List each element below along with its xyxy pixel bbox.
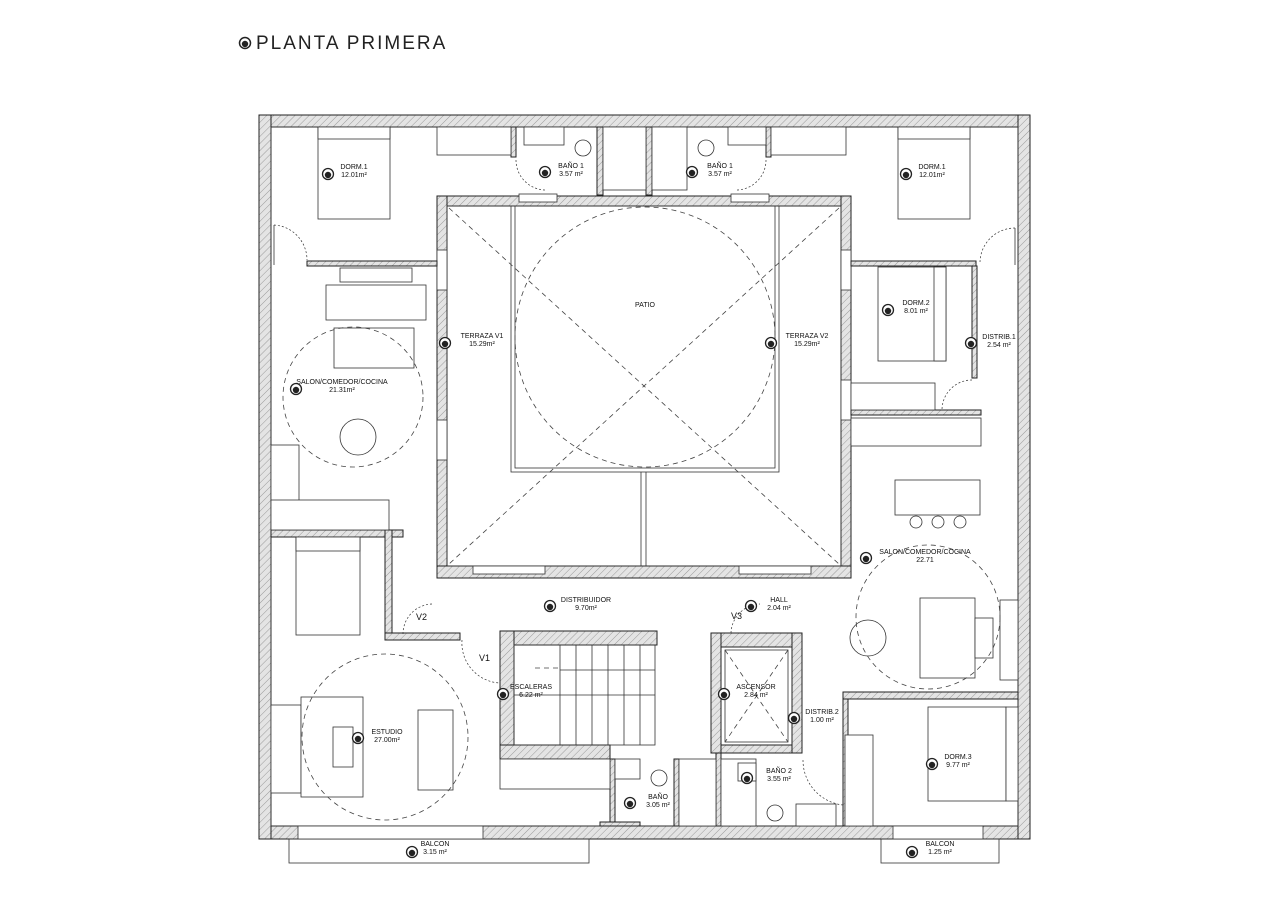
room-name: BAÑO 1 — [558, 161, 584, 170]
room-marker-icon-core — [499, 691, 507, 699]
room-area: 3.15 m² — [423, 849, 447, 856]
room-marker-icon-core — [862, 555, 870, 563]
room-marker-icon-core — [354, 735, 362, 743]
room-marker-icon-core — [747, 603, 755, 611]
room-label-bano1-right: BAÑO 13.57 m² — [685, 161, 733, 179]
room-label-dorm1-left: DORM.112.01m² — [321, 164, 368, 181]
room-area: 9.70m² — [575, 605, 597, 612]
room-marker-icon-core — [967, 340, 975, 348]
room-name: PATIO — [635, 302, 656, 309]
room-area: 2.84 m² — [744, 692, 768, 699]
room-area: 9.77 m² — [946, 762, 970, 769]
room-marker-icon-core — [408, 849, 416, 857]
room-name: DISTRIB.2 — [805, 709, 839, 716]
room-name: SALON/COMEDOR/COCINA — [879, 549, 971, 556]
central-patio — [436, 193, 852, 579]
room-area: 3.57 m² — [559, 171, 583, 178]
room-marker-icon-core — [790, 715, 798, 723]
plan-title-text: PLANTA PRIMERA — [256, 33, 447, 54]
room-label-dorm2: DORM.28.01 m² — [881, 300, 930, 317]
room-name: BALCON — [421, 841, 450, 848]
room-name: BALCON — [926, 841, 955, 848]
room-marker-icon-core — [902, 171, 910, 179]
door-tag-v3: V3 — [731, 611, 742, 621]
room-name: DORM.3 — [944, 754, 971, 761]
room-area: 27.00m² — [374, 737, 400, 744]
room-name: DORM.2 — [902, 300, 929, 307]
room-area: 3.57 m² — [708, 171, 732, 178]
room-name: TERRAZA V1 — [461, 333, 504, 340]
room-label-dorm1-right: DORM.112.01m² — [899, 164, 946, 181]
door-tag-v2: V2 — [416, 612, 427, 622]
doors — [273, 159, 1016, 806]
room-area: 1.00 m² — [810, 717, 834, 724]
room-label-bano1-left: BAÑO 13.57 m² — [538, 161, 584, 179]
room-name: BAÑO — [648, 792, 668, 801]
room-label-patio: PATIO — [635, 302, 656, 309]
room-area: 8.01 m² — [904, 308, 928, 315]
room-marker-icon-core — [292, 386, 300, 394]
room-area: 15.29m² — [469, 341, 495, 348]
room-marker-icon-core — [441, 340, 449, 348]
balconies — [288, 825, 1000, 864]
room-name: ASCENSOR — [736, 684, 775, 691]
room-name: DISTRIBUIDOR — [561, 597, 611, 604]
room-name: ESCALERAS — [510, 684, 552, 691]
room-name: DISTRIB.1 — [982, 334, 1016, 341]
room-marker-icon-core — [546, 603, 554, 611]
room-name: ESTUDIO — [371, 729, 403, 736]
room-name: HALL — [770, 597, 788, 604]
room-name: BAÑO 1 — [707, 161, 733, 170]
room-marker-icon-core — [541, 169, 549, 177]
room-name: DORM.1 — [918, 164, 945, 171]
room-marker-icon-core — [908, 849, 916, 857]
room-label-distrib2: DISTRIB.21.00 m² — [787, 709, 839, 725]
room-label-distrib1: DISTRIB.12.54 m² — [964, 334, 1016, 350]
room-area: 2.54 m² — [987, 342, 1011, 349]
room-marker-icon-core — [767, 340, 775, 348]
room-marker-icon-core — [688, 169, 696, 177]
room-marker-icon-core — [626, 800, 634, 808]
room-area: 2.04 m² — [767, 605, 791, 612]
room-area: 3.55 m² — [767, 776, 791, 783]
room-area: 3.05 m² — [646, 802, 670, 809]
room-label-bano2: BAÑO 23.55 m² — [740, 766, 792, 785]
room-area: 21.31m² — [329, 387, 355, 394]
room-name: SALON/COMEDOR/COCINA — [296, 379, 388, 386]
room-name: DORM.1 — [340, 164, 367, 171]
plan-title: PLANTA PRIMERA — [238, 33, 447, 54]
room-area: 6.22 m² — [519, 692, 543, 699]
room-marker-icon-core — [743, 775, 751, 783]
room-marker-icon-core — [324, 171, 332, 179]
room-marker-icon-core — [720, 691, 728, 699]
stair-core — [513, 644, 789, 746]
room-area: 1.25 m² — [928, 849, 952, 856]
room-area: 12.01m² — [341, 172, 367, 179]
room-marker-icon-core — [884, 307, 892, 315]
room-area: 12.01m² — [919, 172, 945, 179]
room-label-dorm3: DORM.39.77 m² — [925, 754, 972, 771]
door-tag-v1: V1 — [479, 653, 490, 663]
room-area: 15.29m² — [794, 341, 820, 348]
furniture — [270, 126, 1019, 827]
room-marker-icon-core — [928, 761, 936, 769]
room-name: BAÑO 2 — [766, 766, 792, 775]
room-name: TERRAZA V2 — [786, 333, 829, 340]
partitions — [270, 126, 1019, 827]
room-area: 22.71 — [916, 557, 934, 564]
